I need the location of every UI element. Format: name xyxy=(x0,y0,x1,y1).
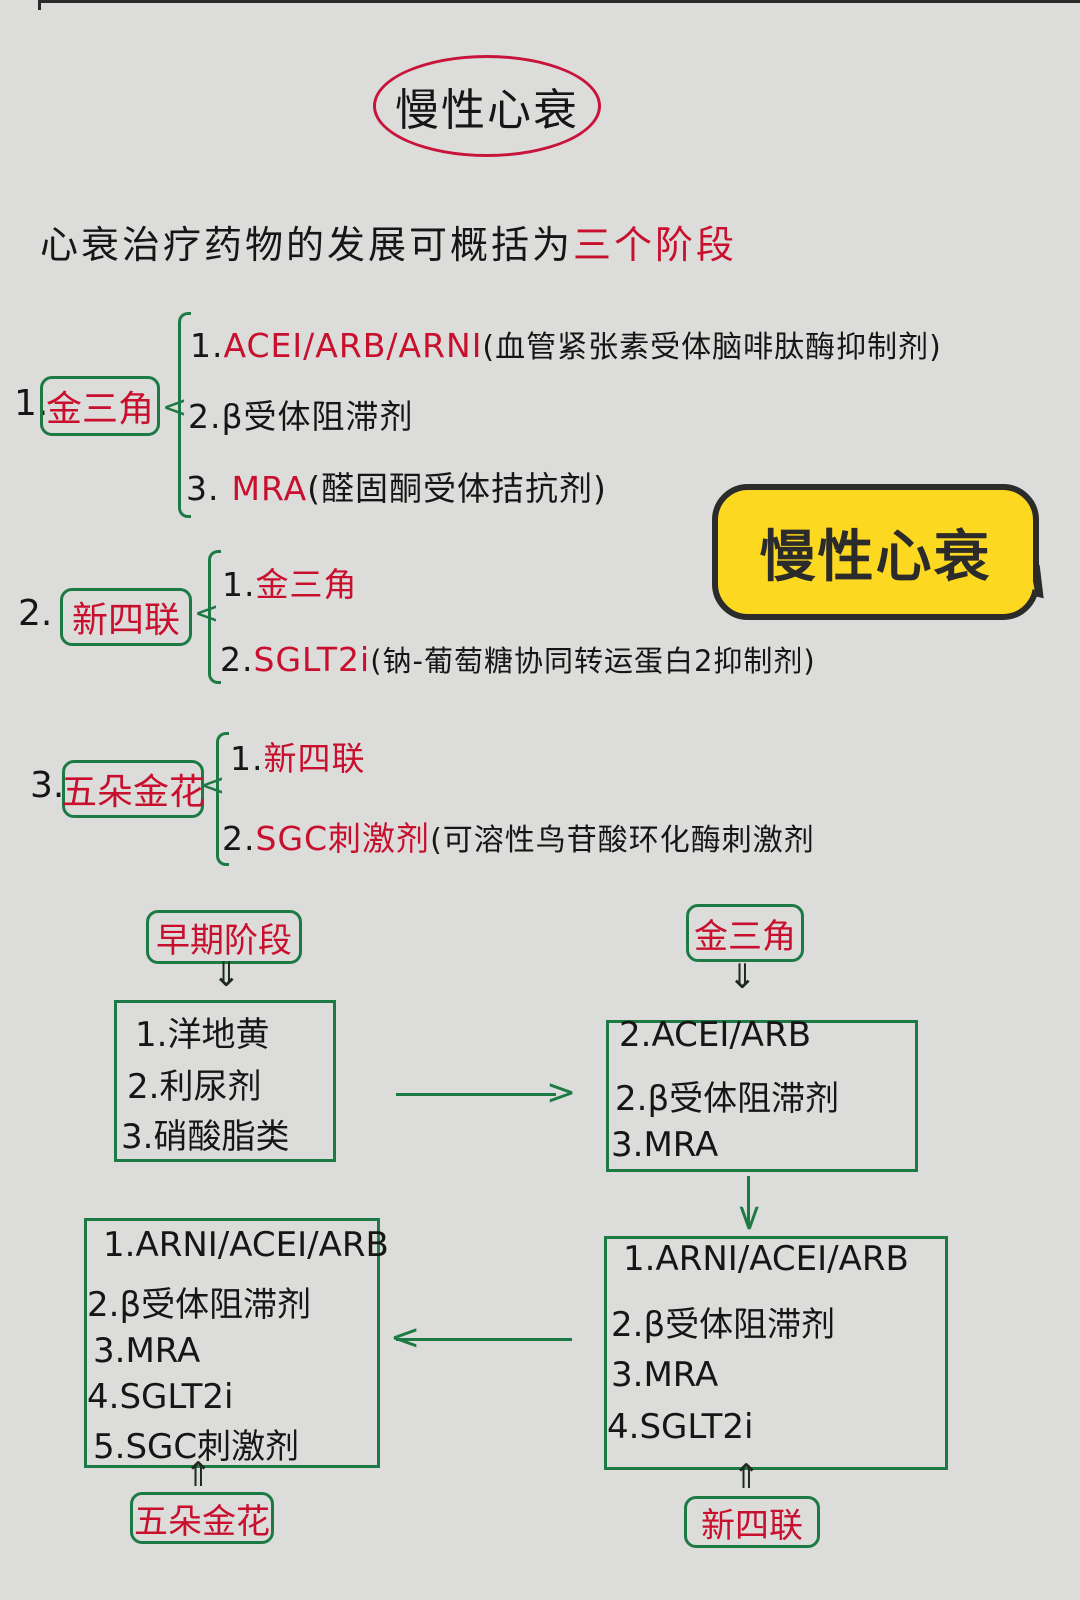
five-item-3: 3.MRA xyxy=(93,1331,201,1371)
intro-line: 心衰治疗药物的发展可概括为三个阶段 xyxy=(40,214,737,269)
page-title: 慢性心衰 xyxy=(395,85,579,136)
speech-bubble: 慢性心衰 xyxy=(712,484,1039,620)
new-quadruple-tag: 新四联 xyxy=(684,1496,820,1548)
early-stage-tag: 早期阶段 xyxy=(146,910,302,964)
new-quadruple-box: 1.ARNI/ACEI/ARB 2.β受体阻滞剂 3.MRA 4.SGLT2i xyxy=(604,1236,948,1470)
stage-2-name-box: 新四联 xyxy=(60,588,192,646)
stage-3-name: 五朵金花 xyxy=(61,772,206,813)
arrow-early-to-triangle xyxy=(396,1093,556,1096)
stage-3-item-1: 1.新四联 xyxy=(230,739,366,778)
five-item-4: 4.SGLT2i xyxy=(87,1377,234,1417)
five-item-2: 2.β受体阻滞剂 xyxy=(87,1285,312,1325)
stage-2-name: 新四联 xyxy=(71,600,180,641)
arrow-left-icon: < xyxy=(390,1317,421,1358)
five-flowers-box: 1.ARNI/ACEI/ARB 2.β受体阻滞剂 3.MRA 4.SGLT2i … xyxy=(84,1218,389,1468)
stage-3-number: 3. xyxy=(30,765,65,806)
arrow-down-icon: > xyxy=(729,1202,771,1234)
triangle-item-1: 2.ACEI/ARB xyxy=(619,1015,812,1055)
stage-2-number: 2. xyxy=(18,593,53,634)
stage-1-item-1: 1.ACEI/ARB/ARNI(血管紧张素受体脑啡肽酶抑制剂) xyxy=(190,326,942,365)
triangle-item-3: 3.MRA xyxy=(611,1125,719,1165)
bubble-text: 慢性心衰 xyxy=(759,524,992,590)
down-double-arrow-icon: ⇓ xyxy=(212,955,241,995)
early-item-1: 1.洋地黄 xyxy=(135,1015,270,1055)
early-item-3: 3.硝酸脂类 xyxy=(121,1117,290,1157)
quadruple-item-2: 2.β受体阻滞剂 xyxy=(611,1305,836,1345)
stage-3-item-2: 2.SGC刺激剂(可溶性鸟苷酸环化酶刺激剂 xyxy=(222,819,815,858)
stage-1-name: 金三角 xyxy=(45,389,154,430)
stage-3-name-box: 五朵金花 xyxy=(61,760,206,818)
golden-triangle-tag: 金三角 xyxy=(686,904,804,962)
stage-2-brace-point: < xyxy=(194,596,220,631)
stage-3-brace xyxy=(216,732,229,866)
up-double-arrow-icon: ⇑ xyxy=(732,1457,761,1497)
stage-1-name-box: 金三角 xyxy=(40,376,160,436)
stage-2-item-2: 2.SGLT2i(钠-葡萄糖协同转运蛋白2抑制剂) xyxy=(220,640,816,679)
stage-1-item-3: 3.MRA(醛固酮受体拮抗剂) xyxy=(186,469,607,508)
golden-triangle-box: 2.ACEI/ARB 2.β受体阻滞剂 3.MRA xyxy=(606,1015,918,1172)
arrow-right-icon: > xyxy=(546,1072,577,1113)
early-item-2: 2.利尿剂 xyxy=(127,1067,262,1107)
five-item-1: 1.ARNI/ACEI/ARB xyxy=(103,1225,389,1265)
five-flowers-tag: 五朵金花 xyxy=(130,1492,274,1544)
arrow-triangle-to-quadruple xyxy=(747,1176,750,1226)
five-item-5: 5.SGC刺激剂 xyxy=(93,1427,300,1467)
stage-2-item-1: 1.金三角 xyxy=(222,565,358,604)
intro-text: 心衰治疗药物的发展可概括为 xyxy=(40,223,574,267)
stage-1-brace-point: < xyxy=(162,390,188,425)
stage-3-brace-point: < xyxy=(200,768,226,803)
arrow-quadruple-to-five xyxy=(396,1338,572,1341)
quadruple-item-3: 3.MRA xyxy=(611,1355,719,1395)
quadruple-item-1: 1.ARNI/ACEI/ARB xyxy=(623,1239,909,1279)
up-double-arrow-icon: ⇑ xyxy=(184,1455,213,1495)
stage-2-brace xyxy=(208,550,221,684)
down-double-arrow-icon: ⇓ xyxy=(728,957,757,997)
paper-edge-tick xyxy=(38,0,41,10)
paper-edge xyxy=(40,0,1080,3)
stage-1-brace xyxy=(178,312,191,518)
intro-highlight: 三个阶段 xyxy=(573,223,738,267)
early-stage-box: 1.洋地黄 2.利尿剂 3.硝酸脂类 xyxy=(114,1000,336,1162)
stage-1-item-2: 2.β受体阻滞剂 xyxy=(188,397,414,436)
quadruple-item-4: 4.SGLT2i xyxy=(607,1407,754,1447)
triangle-item-2: 2.β受体阻滞剂 xyxy=(615,1079,840,1119)
title-oval: 慢性心衰 xyxy=(373,55,601,157)
